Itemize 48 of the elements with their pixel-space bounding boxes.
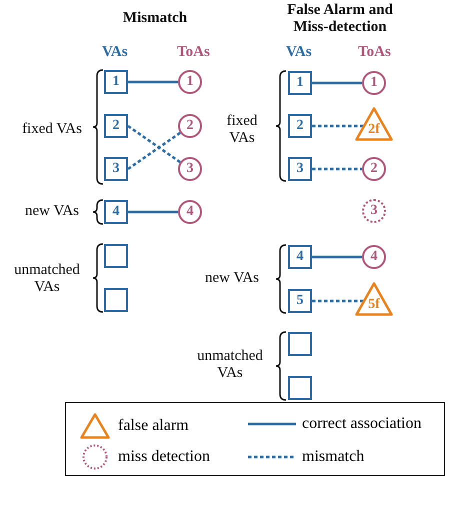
dashed-connector [312, 124, 364, 128]
column-header: VAs [286, 44, 312, 61]
column-header: ToAs [358, 44, 391, 61]
circle-node: 4 [178, 200, 202, 224]
connector [128, 210, 178, 214]
square-node: 2 [104, 114, 128, 138]
bracket-label: fixed VAs [226, 113, 258, 147]
square-node: 2 [288, 114, 312, 138]
triangle-node: 5f [355, 282, 393, 316]
bracket-label: new VAs [24, 203, 80, 220]
dotted-circle-node: 3 [362, 199, 386, 223]
panel-title: Mismatch [122, 10, 188, 27]
square-node: 1 [104, 70, 128, 94]
square-node: 1 [288, 71, 312, 95]
column-header: VAs [102, 44, 128, 61]
square-node [104, 244, 128, 268]
square-node: 3 [104, 157, 128, 181]
circle-node: 1 [178, 70, 202, 94]
square-node: 3 [288, 157, 312, 181]
dashed-connector [127, 124, 181, 164]
panel-title: False Alarm and Miss-detection [286, 2, 394, 36]
square-node: 5 [288, 289, 312, 313]
triangle-node: 2f [355, 107, 393, 141]
legend-label: false alarm [118, 416, 189, 436]
circle-node: 4 [362, 245, 386, 269]
bracket-label: fixed VAs [21, 121, 83, 138]
circle-node: 3 [178, 157, 202, 181]
legend-label: correct association [302, 414, 422, 434]
square-node [288, 332, 312, 356]
dashed-connector [312, 300, 364, 302]
circle-node: 2 [362, 157, 386, 181]
connector [312, 256, 362, 258]
dashed-connector [127, 132, 181, 170]
circle-node: 2 [178, 114, 202, 138]
bracket-label: unmatched VAs [196, 348, 264, 382]
square-node: 4 [288, 245, 312, 269]
connector [312, 82, 362, 84]
square-node [288, 376, 312, 400]
legend-label: mismatch [302, 447, 364, 467]
bracket-label: new VAs [204, 270, 260, 287]
connector [128, 80, 178, 84]
square-node [104, 288, 128, 312]
column-header: ToAs [177, 44, 210, 61]
square-node: 4 [104, 200, 128, 224]
dashed-connector [312, 168, 362, 170]
legend-label: miss detection [118, 447, 210, 467]
bracket-label: unmatched VAs [13, 262, 81, 296]
circle-node: 1 [362, 71, 386, 95]
